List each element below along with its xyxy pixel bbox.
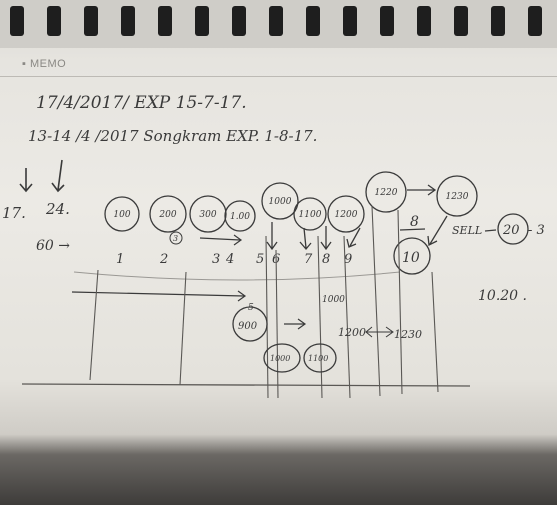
price-note: 10.20 . (478, 288, 527, 304)
right-arrow-icon (284, 319, 305, 329)
bubble-1000-lower-label: 1000 (270, 354, 290, 363)
ring (306, 6, 320, 36)
number-cell: 2 (159, 252, 168, 267)
ring (491, 6, 505, 36)
sell-note: SELL (452, 224, 482, 237)
ring (84, 6, 98, 36)
ring (158, 6, 172, 36)
bubble-label: 1100 (299, 210, 322, 220)
down-arrow-icon (20, 168, 32, 191)
vertical-line (266, 236, 268, 398)
sell-value: 20 (502, 223, 520, 238)
memo-line-2: 13-14 /4 /2017 Songkram EXP. 1-8-17. (28, 127, 317, 145)
ring (417, 6, 431, 36)
right-arrow-icon (407, 185, 435, 195)
vertical-line (90, 270, 98, 380)
left-arrows (20, 160, 64, 191)
small-mark-8: 8 (410, 214, 419, 230)
left-mark-b: 24. (45, 200, 70, 218)
vertical-line (180, 272, 186, 385)
vertical-line (398, 210, 402, 394)
bubble-label: 300 (199, 210, 216, 220)
ring (10, 6, 24, 36)
vertical-line (276, 250, 278, 398)
double-arrow-icon (366, 327, 393, 337)
spiral-rings (10, 6, 542, 36)
number-cell: 1 (116, 252, 124, 267)
down-arrow-icon (267, 222, 277, 249)
number-cell: 3 (212, 252, 220, 267)
right-arrow-icon (72, 291, 245, 301)
number-cell: 8 (322, 252, 330, 267)
bubble-label: 1230 (446, 192, 469, 202)
bubble-label: 200 (158, 210, 176, 220)
dash (485, 230, 496, 231)
down-arrow-icon (52, 160, 64, 191)
bubble-label: 1220 (375, 188, 398, 198)
number-cell: 4 (225, 252, 234, 267)
small-mark-5: 5 (248, 303, 254, 313)
lower-1200: 1200 (338, 326, 366, 339)
number-cell: 7 (304, 252, 313, 267)
bubble-label: 1000 (269, 197, 292, 207)
underline (400, 229, 425, 230)
number-cell: 5 (256, 252, 264, 267)
memo-line-1: 17/4/2017/ EXP 15-7-17. (36, 93, 247, 113)
ring (454, 6, 468, 36)
sell-trail: - 3 (528, 223, 545, 238)
ring (47, 6, 61, 36)
vertical-line (432, 272, 438, 392)
bubble-label: 1200 (335, 210, 358, 220)
down-arrow-icon (321, 226, 331, 249)
ring (528, 6, 542, 36)
lower-1000: 1000 (322, 295, 345, 305)
down-arrows-row (267, 216, 447, 249)
ring (232, 6, 246, 36)
ring (269, 6, 283, 36)
bubble-label: 100 (113, 210, 130, 220)
down-arrow-icon (300, 228, 311, 249)
number-row: 1 2 3 4 5 6 7 8 9 (116, 252, 352, 267)
left-mark-a: 17. (2, 204, 26, 222)
lower-1230: 1230 (394, 328, 422, 341)
bubble-1100-lower-label: 1100 (308, 354, 328, 363)
faint-curve (74, 272, 400, 280)
bubble-900-label: 900 (238, 321, 258, 332)
row-label: 60 → (36, 238, 70, 254)
ring (195, 6, 209, 36)
ring (380, 6, 394, 36)
vertical-line (372, 206, 380, 396)
bubble-label: 1.00 (230, 212, 250, 222)
ring (343, 6, 357, 36)
small-mark-3: 3 (173, 234, 178, 243)
vertical-lines (90, 206, 438, 398)
baseline (22, 384, 470, 386)
ten-circled: 10 (402, 250, 420, 266)
right-arrow-icon (200, 235, 241, 245)
ring (121, 6, 135, 36)
down-arrow-icon (428, 216, 447, 245)
